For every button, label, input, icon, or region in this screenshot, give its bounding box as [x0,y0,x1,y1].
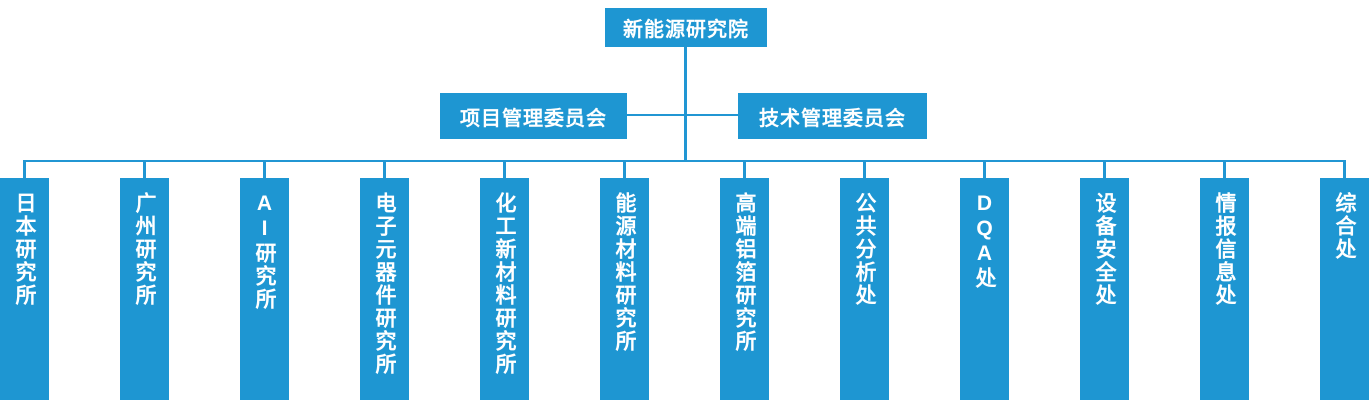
connector-stub [1103,160,1106,178]
root-node: 新能源研究院 [605,8,767,47]
department-node: DQA处 [960,178,1009,400]
department-node: 情报信息处 [1200,178,1249,400]
connector-stub [1343,160,1346,178]
department-node: 综合处 [1320,178,1369,400]
department-node-label: DQA处 [973,192,996,290]
department-node: 高端铝箔研究所 [720,178,769,400]
connector-stub [983,160,986,178]
department-node-label: 情报信息处 [1213,192,1236,307]
department-node-label: AI研究所 [253,192,276,311]
department-node: 公共分析处 [840,178,889,400]
connector-stub [623,160,626,178]
department-node-label: 设备安全处 [1093,192,1116,307]
department-node-label: 化工新材料研究所 [493,192,516,376]
department-node: 设备安全处 [1080,178,1129,400]
committee-node-label: 技术管理委员会 [759,107,906,130]
connector-stub [143,160,146,178]
department-node-label: 日本研究所 [13,192,36,307]
connector-committees-line [627,114,738,116]
department-node-label: 电子元器件研究所 [373,192,396,376]
department-node-label: 能源材料研究所 [613,192,636,353]
department-node-label: 公共分析处 [853,192,876,307]
committee-node-project-management: 项目管理委员会 [440,93,627,139]
department-node: 能源材料研究所 [600,178,649,400]
connector-trunk-line [684,46,687,162]
committee-node-technology-management: 技术管理委员会 [738,93,927,139]
connector-stub [23,160,26,178]
department-node: 日本研究所 [0,178,49,400]
root-node-label: 新能源研究院 [623,19,749,41]
connector-stub [743,160,746,178]
connector-distribution-line [23,160,1346,162]
department-node: 化工新材料研究所 [480,178,529,400]
department-node-label: 综合处 [1333,192,1356,261]
connector-stub [383,160,386,178]
connector-stub [863,160,866,178]
department-node-label: 高端铝箔研究所 [733,192,756,353]
connector-stub [1223,160,1226,178]
department-node: 广州研究所 [120,178,169,400]
department-node-label: 广州研究所 [133,192,156,307]
connector-stub [263,160,266,178]
connector-stub [503,160,506,178]
department-node: AI研究所 [240,178,289,400]
committee-node-label: 项目管理委员会 [460,107,607,130]
department-node: 电子元器件研究所 [360,178,409,400]
